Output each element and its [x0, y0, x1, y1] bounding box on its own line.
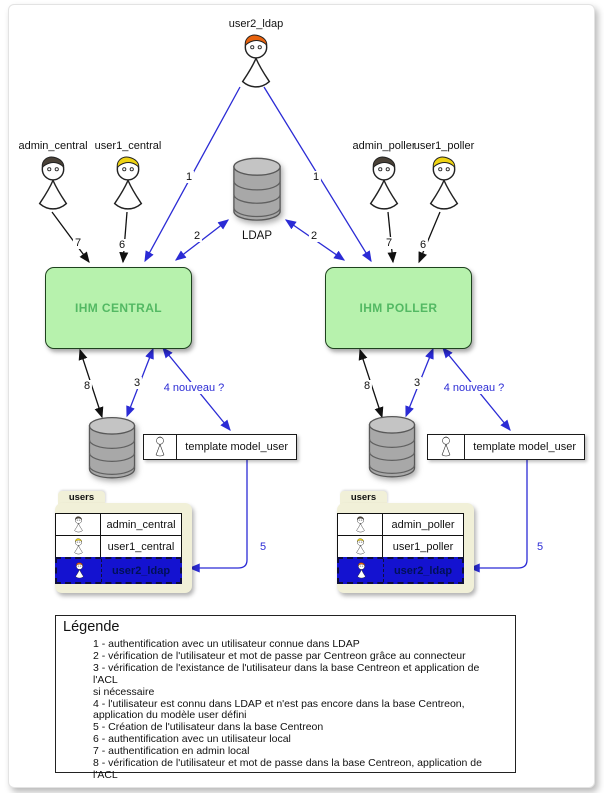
actor-label: user1_poller [413, 140, 475, 152]
ihm-central-label: IHM CENTRAL [74, 301, 163, 315]
step-8-left: 8 [81, 380, 93, 392]
legend-line: 2 - vérification de l'utilisateur et mot… [93, 649, 466, 662]
folder-tab-label: users [68, 492, 95, 503]
template-person-icon [144, 435, 178, 459]
template-person-icon [428, 435, 466, 459]
legend-title: Légende [63, 619, 120, 635]
folder-tab-label: users [350, 492, 377, 503]
step-1-left: 1 [183, 171, 195, 183]
actor-user1-central: user1_central [82, 140, 174, 212]
legend-line: 6 - authentification avec un utilisateur… [93, 733, 291, 746]
folder-tab-central: users [58, 491, 105, 504]
row-person-icon [56, 536, 101, 557]
actor-label: user1_central [94, 140, 162, 152]
row-label: user2_ldap [111, 564, 171, 577]
actor-label: admin_central [18, 140, 88, 152]
legend-line: 5 - Création de l'utilisateur dans la ba… [93, 721, 324, 734]
ihm-poller-box: IHM POLLER [325, 267, 472, 349]
legend-line: 3 - vérification de l'existance de l'uti… [93, 661, 480, 686]
table-row-highlighted: user2_ldap [337, 557, 464, 584]
step-4-left: 4 nouveau ? [161, 382, 227, 394]
row-person-icon [339, 559, 384, 582]
step-6-right: 6 [417, 239, 429, 251]
row-person-icon [57, 559, 102, 582]
legend-lines: 1 - authentification avec un utilisateur… [93, 638, 503, 782]
folder-tab-poller: users [340, 491, 387, 504]
legend-line: 4 - l'utilisateur est connu dans LDAP et… [93, 697, 465, 710]
row-label: admin_central [106, 518, 176, 531]
person-icon [231, 33, 281, 90]
ldap-database-icon [230, 157, 284, 221]
poller-database-icon [366, 415, 418, 478]
template-box-poller: template model_user [427, 434, 585, 460]
step-7-right: 7 [383, 237, 395, 249]
row-label: admin_poller [391, 518, 455, 531]
step-7-left: 7 [72, 237, 84, 249]
legend-line: si nécessaire [93, 685, 155, 698]
step-5-left: 5 [257, 541, 269, 553]
row-label: user1_central [107, 540, 175, 553]
table-row: admin_poller [338, 514, 463, 536]
actor-user2-ldap: user2_ldap [210, 18, 302, 90]
person-icon [103, 155, 153, 212]
ihm-central-box: IHM CENTRAL [45, 267, 192, 349]
ldap-label: LDAP [241, 230, 273, 242]
ihm-poller-label: IHM POLLER [359, 301, 438, 315]
step-2-right: 2 [308, 230, 320, 242]
users-table-poller: admin_poller user1_poller user2_ldap [337, 513, 464, 584]
table-row: user1_poller [338, 536, 463, 558]
actor-label: admin_poller [352, 140, 416, 152]
row-label: user1_poller [392, 540, 454, 553]
template-label: template model_user [185, 441, 288, 453]
table-row: admin_central [56, 514, 181, 536]
step-2-left: 2 [191, 230, 203, 242]
row-person-icon [338, 514, 383, 535]
person-icon [419, 155, 469, 212]
legend-line: 8 - vérification de l'utilisateur et mot… [93, 757, 482, 781]
step-8-right: 8 [361, 380, 373, 392]
person-icon [28, 155, 78, 212]
actor-label: user2_ldap [228, 18, 284, 30]
step-4-right: 4 nouveau ? [441, 382, 507, 394]
table-row-highlighted: user2_ldap [55, 557, 182, 584]
actor-admin-central: admin_central [7, 140, 99, 212]
row-person-icon [56, 514, 101, 535]
actor-admin-poller: admin_poller [338, 140, 430, 212]
step-5-right: 5 [534, 541, 546, 553]
template-label: template model_user [473, 441, 576, 453]
table-row: user1_central [56, 536, 181, 558]
step-3-left: 3 [131, 377, 143, 389]
legend-box: Légende 1 - authentification avec un uti… [55, 615, 516, 781]
step-6-left: 6 [116, 239, 128, 251]
row-label: user2_ldap [393, 564, 453, 577]
template-box-central: template model_user [143, 434, 297, 460]
step-3-right: 3 [411, 377, 423, 389]
legend-line: 7 - authentification en admin local [93, 745, 250, 758]
step-1-right: 1 [310, 171, 322, 183]
legend-line: 1 - authentification avec un utilisateur… [93, 638, 360, 650]
row-person-icon [338, 536, 383, 557]
users-table-central: admin_central user1_central user2_ldap [55, 513, 182, 584]
central-database-icon [86, 416, 138, 479]
legend-line: application du modèle user défini [93, 709, 247, 722]
actor-user1-poller: user1_poller [398, 140, 490, 212]
